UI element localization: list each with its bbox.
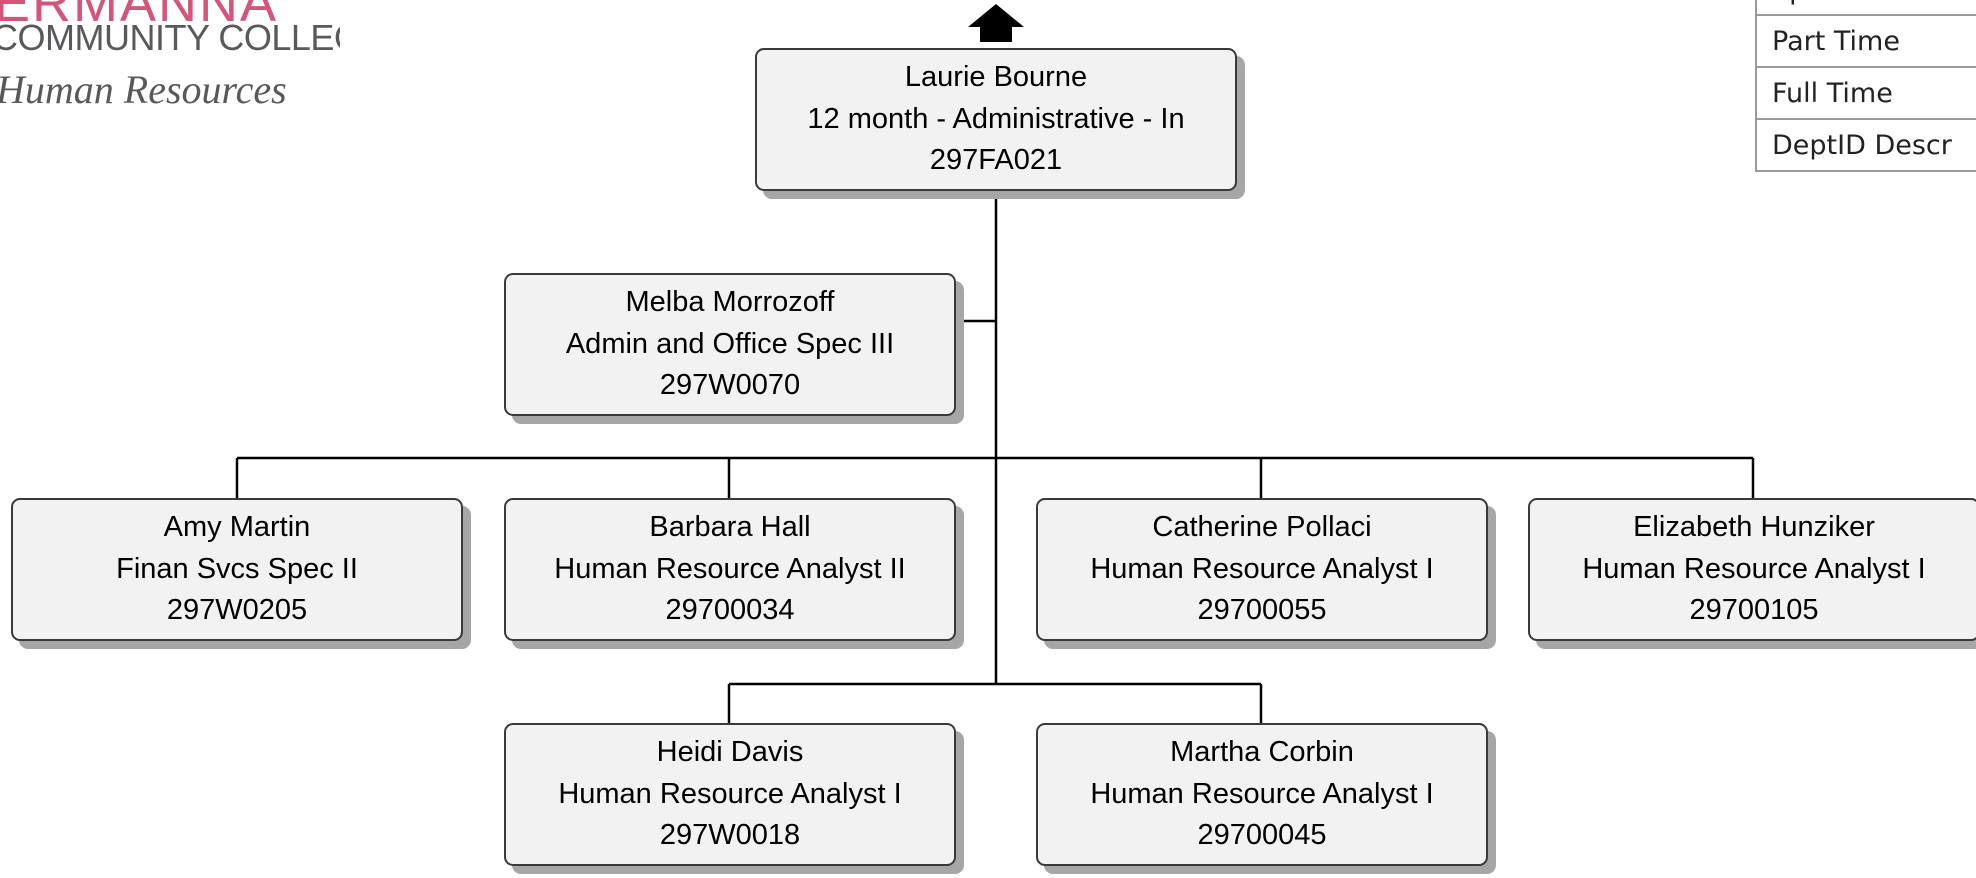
node-id: 29700034 (665, 594, 795, 627)
node-name: Barbara Hall (649, 511, 811, 544)
node-title: Human Resource Analyst I (1090, 777, 1434, 810)
node-name: Catherine Pollaci (1152, 511, 1372, 544)
logo-department: Human Resources (0, 67, 287, 112)
org-node-report[interactable]: Catherine Pollaci Human Resource Analyst… (1036, 498, 1488, 641)
logo-community-college: COMMUNITY COLLEGE (0, 17, 340, 58)
legend-row-full-time: Full Time (1757, 66, 1976, 118)
org-node-report[interactable]: Heidi Davis Human Resource Analyst I 297… (504, 723, 956, 866)
org-node-report[interactable]: Barbara Hall Human Resource Analyst II 2… (504, 498, 956, 641)
node-title: Human Resource Analyst I (1090, 552, 1434, 585)
connector-lines (235, 193, 1755, 723)
legend-table: Span of Control Part Time Full Time Dept… (1755, 0, 1976, 172)
node-name: Elizabeth Hunziker (1633, 511, 1875, 544)
node-id: 29700055 (1197, 594, 1327, 627)
node-name: Amy Martin (163, 511, 311, 544)
org-node-report[interactable]: Martha Corbin Human Resource Analyst I 2… (1036, 723, 1488, 866)
legend-row-deptid-descr: DeptID Descr (1757, 118, 1976, 170)
node-name: Heidi Davis (656, 736, 804, 769)
node-title: Human Resource Analyst I (1582, 552, 1926, 585)
logo-college-name: ERMANNA (0, 0, 279, 33)
org-node-report[interactable]: Amy Martin Finan Svcs Spec II 297W0205 (11, 498, 463, 641)
org-node-assistant[interactable]: Melba Morrozoff Admin and Office Spec II… (504, 273, 956, 416)
node-id: 29700105 (1689, 594, 1819, 627)
node-title: Admin and Office Spec III (565, 327, 895, 360)
org-node-report[interactable]: Elizabeth Hunziker Human Resource Analys… (1528, 498, 1976, 641)
legend-row-part-time: Part Time (1757, 14, 1976, 66)
node-id: 297W0070 (659, 369, 801, 402)
node-id: 29700045 (1197, 819, 1327, 852)
node-title: Finan Svcs Spec II (116, 552, 358, 585)
node-name: Martha Corbin (1170, 736, 1354, 769)
node-name: Laurie Bourne (904, 61, 1088, 94)
node-name: Melba Morrozoff (625, 286, 835, 319)
org-node-root[interactable]: Laurie Bourne 12 month - Administrative … (755, 48, 1237, 191)
arrow-up-icon[interactable] (968, 4, 1024, 42)
node-id: 297FA021 (929, 144, 1063, 177)
node-id: 297W0205 (166, 594, 308, 627)
legend-row-span-of-control: Span of Control (1757, 0, 1976, 14)
college-logo: ERMANNA COMMUNITY COLLEGE Human Resource… (0, 0, 340, 120)
node-id: 297W0018 (659, 819, 801, 852)
node-title: Human Resource Analyst I (558, 777, 902, 810)
node-title: 12 month - Administrative - In (807, 102, 1185, 135)
node-title: Human Resource Analyst II (554, 552, 906, 585)
